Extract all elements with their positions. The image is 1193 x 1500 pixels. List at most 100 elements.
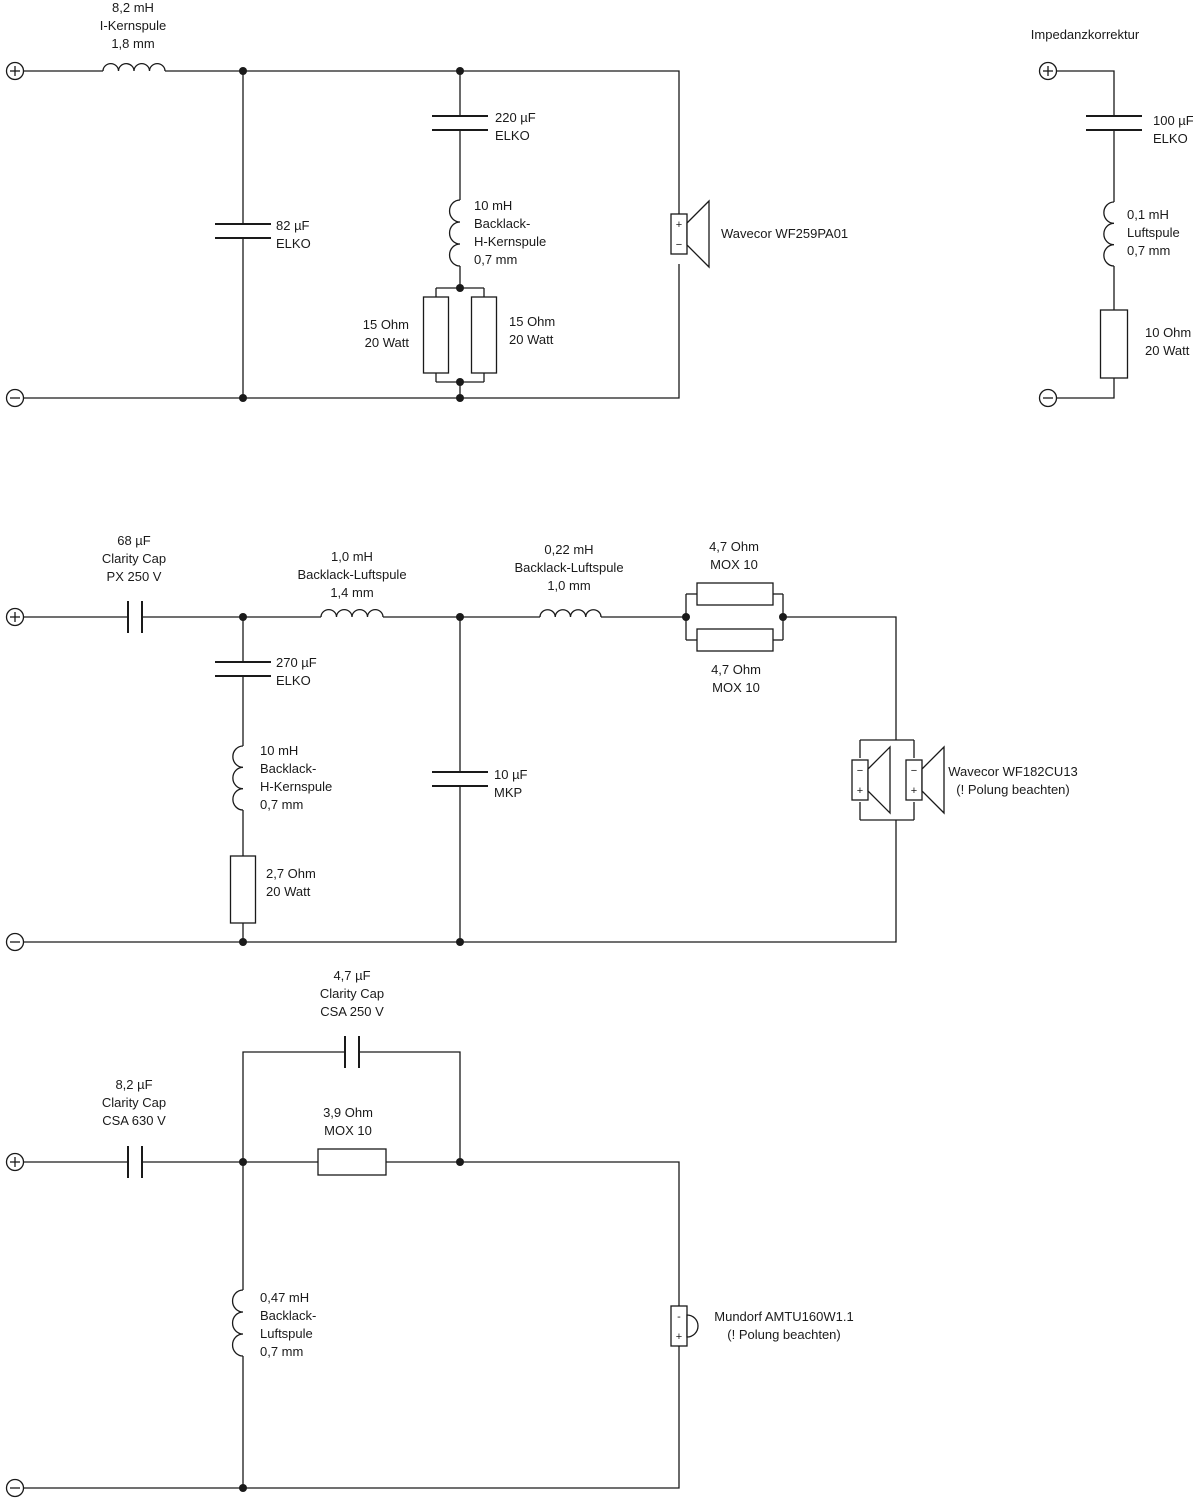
label-line: 20 Watt — [509, 332, 554, 347]
inductor-icon — [320, 609, 384, 618]
label-line: MKP — [494, 785, 522, 800]
resistor-icon — [696, 628, 774, 652]
label-line: Wavecor WF182CU13 — [948, 764, 1078, 779]
component-label: 270 µF ELKO — [276, 655, 317, 688]
junction-dot-icon — [456, 938, 464, 946]
resistor-body — [422, 296, 450, 374]
polarity-mark: + — [676, 1331, 682, 1343]
component-label: Wavecor WF182CU13 (! Polung beachten) — [948, 764, 1078, 797]
label-line: 0,22 mH — [544, 542, 593, 557]
label-line: 1,4 mm — [330, 585, 373, 600]
impedance-title: Impedanzkorrektur — [1031, 27, 1140, 42]
speaker-icon: -+ — [670, 1305, 699, 1347]
label-line: 270 µF — [276, 655, 317, 670]
label-line: Clarity Cap — [102, 1095, 166, 1110]
plus-terminal-icon — [5, 61, 25, 81]
label-line: Luftspule — [260, 1326, 313, 1341]
component-label: 0,1 mH Luftspule 0,7 mm — [1127, 207, 1180, 258]
capacitor-icon — [344, 1036, 360, 1068]
label-line: 20 Watt — [1145, 343, 1190, 358]
label-line: 220 µF — [495, 110, 536, 125]
wire — [386, 1161, 680, 1306]
resistor-icon — [317, 1148, 387, 1176]
label-line: 4,7 µF — [333, 968, 370, 983]
resistor-icon — [470, 296, 498, 374]
speaker-cone — [867, 745, 891, 815]
label-line: (! Polung beachten) — [956, 782, 1069, 797]
inductor-coil — [231, 1289, 244, 1357]
label-line: 10 Ohm — [1145, 325, 1191, 340]
inductor-icon — [448, 199, 461, 267]
label-line: 2,7 Ohm — [266, 866, 316, 881]
minus-terminal-icon — [5, 1478, 25, 1498]
label-line: 0,7 mm — [260, 1344, 303, 1359]
inductor-coil — [539, 609, 602, 618]
wire — [24, 264, 680, 399]
resistor-body — [229, 855, 257, 924]
capacitor-icon — [215, 223, 271, 239]
label-line: 1,8 mm — [111, 36, 154, 51]
plus-terminal-icon — [5, 1152, 25, 1172]
label-line: Backlack-Luftspule — [514, 560, 623, 575]
label-line: 10 mH — [474, 198, 512, 213]
label-line: 0,1 mH — [1127, 207, 1169, 222]
plus-terminal-icon — [5, 607, 25, 627]
label-line: 8,2 mH — [112, 0, 154, 15]
wire — [1057, 378, 1115, 399]
speaker-dome — [686, 1314, 699, 1338]
label-line: ELKO — [276, 673, 311, 688]
speaker-cone — [686, 199, 710, 269]
wire — [783, 616, 897, 740]
wire — [24, 820, 897, 943]
label-line: 0,7 mm — [474, 252, 517, 267]
label-line: 20 Watt — [365, 335, 410, 350]
label-line: Clarity Cap — [102, 551, 166, 566]
inductor-icon — [232, 745, 244, 811]
junction-dot-icon — [456, 613, 464, 621]
label-line: Backlack- — [260, 761, 316, 776]
plus-terminal-icon — [1038, 61, 1058, 81]
label-line: Luftspule — [1127, 225, 1180, 240]
resistor-body — [696, 628, 774, 652]
label-line: Wavecor WF259PA01 — [721, 226, 848, 241]
inductor-icon — [1103, 201, 1115, 267]
junction-dot-icon — [239, 1158, 247, 1166]
label-line: (! Polung beachten) — [727, 1327, 840, 1342]
junction-dot-icon — [456, 378, 464, 386]
speaker-icon: −+ — [905, 745, 945, 815]
resistor-body — [470, 296, 498, 374]
inductor-coil — [232, 745, 244, 811]
capacitor-icon — [432, 771, 488, 787]
junction-dot-icon — [456, 67, 464, 75]
label-line: H-Kernspule — [260, 779, 332, 794]
wire — [242, 1051, 345, 1162]
label-line: Clarity Cap — [320, 986, 384, 1001]
label-line: 0,7 mm — [1127, 243, 1170, 258]
wire — [359, 1051, 461, 1162]
polarity-mark: + — [911, 785, 917, 797]
resistor-body — [696, 582, 774, 606]
inductor-coil — [102, 63, 166, 72]
label-line: ELKO — [276, 236, 311, 251]
junction-dot-icon — [456, 1158, 464, 1166]
junction-dot-icon — [779, 613, 787, 621]
inductor-coil — [320, 609, 384, 618]
polarity-mark: − — [676, 239, 682, 251]
label-line: MOX 10 — [710, 557, 758, 572]
inductor-icon — [231, 1289, 244, 1357]
label-line: MOX 10 — [324, 1123, 372, 1138]
label-line: H-Kernspule — [474, 234, 546, 249]
capacitor-icon — [215, 661, 271, 677]
